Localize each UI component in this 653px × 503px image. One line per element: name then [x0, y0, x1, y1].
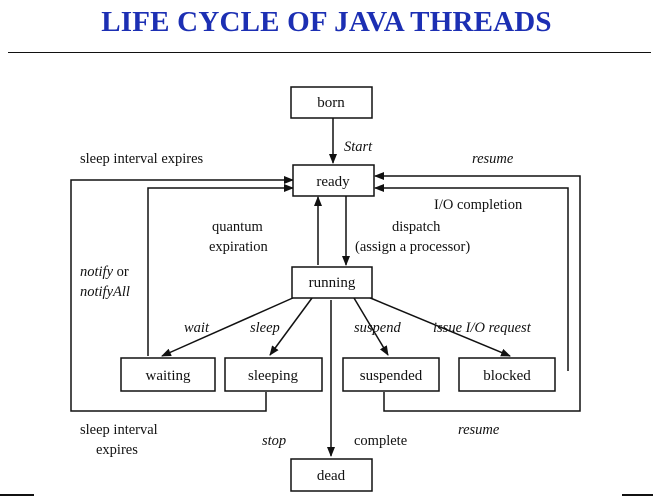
label-suspend: suspend [354, 320, 401, 336]
state-nodes: born ready running waiting sleeping susp… [120, 86, 556, 492]
node-ready: ready [292, 164, 375, 197]
label-dispatch-line1: dispatch [392, 219, 441, 235]
node-suspended-label: suspended [360, 368, 423, 384]
label-issue-io-request: issue I/O request [433, 320, 532, 336]
node-blocked-label: blocked [483, 368, 531, 384]
label-resume-top: resume [472, 151, 514, 167]
label-complete: complete [354, 433, 407, 449]
label-io-completion: I/O completion [434, 197, 523, 213]
node-ready-label: ready [316, 174, 350, 190]
node-waiting-label: waiting [146, 368, 191, 384]
edge-waiting-ready [147, 184, 294, 356]
label-notify-italic: notify [80, 264, 114, 280]
label-quantum-line2: expiration [209, 239, 269, 255]
node-dead-label: dead [317, 468, 346, 484]
node-running-label: running [309, 275, 356, 291]
page-title: LIFE CYCLE OF JAVA THREADS [101, 6, 552, 38]
node-dead: dead [290, 458, 373, 492]
label-resume-bottom: resume [458, 422, 500, 438]
node-born-label: born [317, 95, 345, 111]
node-born: born [290, 86, 373, 119]
edge-running-suspended [353, 297, 389, 356]
bottom-right-mark [622, 494, 653, 496]
label-sleep: sleep [250, 320, 280, 336]
node-blocked: blocked [458, 357, 556, 392]
label-notify-line1: notify or [80, 264, 129, 280]
edge-sleeping-ready [70, 176, 294, 412]
edge-running-sleeping [269, 297, 313, 356]
node-sleeping: sleeping [224, 357, 323, 392]
label-sleep-interval-expires-top: sleep interval expires [80, 151, 204, 167]
label-start: Start [344, 139, 373, 155]
label-notify-all: notifyAll [80, 284, 130, 300]
title-divider [8, 52, 651, 53]
edge-blocked-ready [374, 184, 569, 371]
label-stop: stop [262, 433, 286, 449]
bottom-left-mark [0, 494, 34, 496]
edge-running-blocked [367, 296, 511, 357]
label-wait: wait [184, 320, 210, 336]
label-notify-or: or [113, 264, 129, 280]
label-quantum-line1: quantum [212, 219, 263, 235]
edges [70, 118, 581, 457]
node-waiting: waiting [120, 357, 216, 392]
node-sleeping-label: sleeping [248, 368, 298, 384]
node-suspended: suspended [342, 357, 440, 392]
label-sleep-interval-line1: sleep interval [80, 422, 158, 438]
label-sleep-interval-line2: expires [96, 442, 138, 458]
edge-suspended-ready [374, 172, 581, 412]
label-dispatch-line2: (assign a processor) [355, 239, 470, 255]
transition-labels: Start sleep interval expires resume I/O … [80, 139, 532, 458]
node-running: running [291, 266, 373, 299]
edge-running-waiting [161, 296, 296, 357]
